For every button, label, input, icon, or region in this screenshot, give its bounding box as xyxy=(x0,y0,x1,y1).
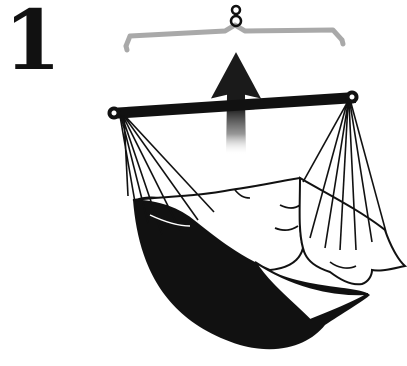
hanger-frame-icon xyxy=(126,6,343,50)
hammock-chair-icon xyxy=(108,91,406,350)
